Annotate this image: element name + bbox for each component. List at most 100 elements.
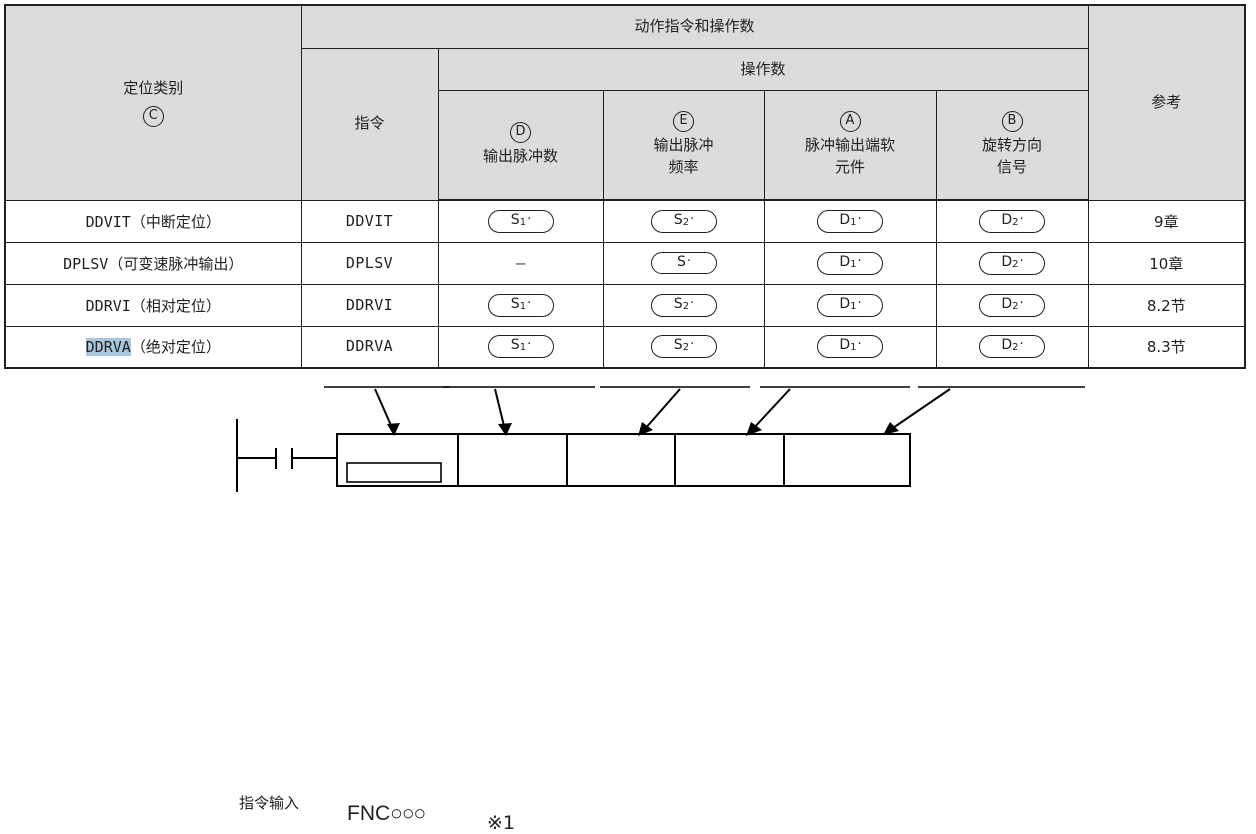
- instruction-code: DDRVA: [345, 337, 394, 356]
- cell-reference[interactable]: 8.2节: [1087, 283, 1246, 327]
- operand-pill-a: D1·: [817, 293, 883, 317]
- table-row[interactable]: DPLSV（可变速脉冲输出）DPLSV–S·D1·D2·10章: [4, 241, 1246, 285]
- category-code: DDRVA: [85, 338, 131, 357]
- cell-reference[interactable]: 9章: [1087, 199, 1246, 243]
- operand-pill-d-dash: –: [515, 253, 526, 272]
- category-label: 定位类别: [123, 79, 184, 98]
- category-desc: （相对定位）: [130, 296, 221, 315]
- cell-operand-e: S2·: [602, 283, 765, 327]
- cell-operand-b: D2·: [935, 199, 1089, 243]
- cell-operand-d: S1·: [437, 325, 604, 369]
- header-cell-operand-a: A 脉冲输出端软 元件: [763, 90, 937, 201]
- reference-link[interactable]: 10章: [1149, 254, 1184, 273]
- cell-instruction: DPLSV: [300, 241, 439, 285]
- cell-reference[interactable]: 10章: [1087, 241, 1246, 285]
- page-root: 定位类别 C 动作指令和操作数 参考 指令 操作数: [0, 4, 1256, 834]
- header-cell-category: 定位类别 C: [4, 4, 302, 201]
- reference-link[interactable]: 8.3节: [1146, 338, 1186, 357]
- cell-operand-e: S2·: [602, 325, 765, 369]
- fnc-text: FNC: [347, 802, 391, 825]
- operand-d-line1: 输出脉冲数: [482, 147, 558, 166]
- operand-b-line2: 信号: [996, 158, 1027, 176]
- operand-pill-a: D1·: [817, 251, 883, 275]
- cell-operand-a: D1·: [763, 283, 937, 327]
- operand-b-line1: 旋转方向: [981, 136, 1042, 155]
- operand-e-line2: 频率: [668, 158, 699, 176]
- instruction-box-group: [336, 433, 911, 487]
- positioning-instruction-table-wrapper: 定位类别 C 动作指令和操作数 参考 指令 操作数: [4, 4, 1246, 369]
- reference-link[interactable]: 9章: [1153, 212, 1179, 231]
- arrow-line-4: [751, 388, 791, 431]
- operand-marker-e-icon: E: [673, 111, 694, 133]
- arrow-head-3: [638, 422, 653, 436]
- operand-pill-e: S·: [650, 252, 717, 274]
- cell-category: DDVIT（中断定位）: [4, 199, 302, 243]
- reference-link[interactable]: 8.2节: [1146, 296, 1186, 315]
- category-code: DDVIT: [85, 212, 131, 231]
- fnc-code-field-group: [346, 462, 442, 483]
- operand-e-line1: 输出脉冲: [653, 136, 714, 155]
- arrow-head-1: [387, 423, 400, 436]
- operand-pill-b: D2·: [979, 251, 1045, 275]
- header-cell-operand-d: D 输出脉冲数: [437, 90, 604, 201]
- positioning-instruction-table: 定位类别 C 动作指令和操作数 参考 指令 操作数: [4, 4, 1246, 369]
- cell-operand-d: S1·: [437, 283, 604, 327]
- category-desc: （可变速脉冲输出）: [108, 254, 244, 273]
- operand-pill-a: D1·: [817, 335, 883, 359]
- arrow-line-2: [494, 388, 506, 431]
- cell-operand-b: D2·: [935, 241, 1089, 285]
- header-row-2: 指令 操作数: [5, 48, 1245, 201]
- arrow-head-5: [883, 422, 899, 435]
- table-head: 定位类别 C 动作指令和操作数 参考 指令 操作数: [4, 4, 1246, 201]
- ladder-diagram-svg: [236, 386, 1085, 492]
- operand-pill-e: S2·: [650, 209, 717, 233]
- reference-label: 参考: [1151, 92, 1182, 111]
- cell-instruction: DDRVI: [300, 283, 439, 327]
- operand-pill-b: D2·: [979, 293, 1045, 317]
- operand-pill-b: D2·: [979, 335, 1045, 359]
- category-code: DDRVI: [85, 296, 131, 315]
- instruction-code: DPLSV: [345, 253, 394, 272]
- operand-marker-d-icon: D: [510, 122, 531, 144]
- operand-pill-a: D1·: [817, 209, 883, 233]
- header-cell-action-group: 动作指令和操作数: [300, 4, 1089, 49]
- operand-a-line1: 脉冲输出端软: [804, 136, 895, 155]
- header-cell-instruction: 指令: [300, 48, 439, 201]
- operand1-note-label: ※1: [487, 812, 516, 834]
- action-group-label: 动作指令和操作数: [634, 17, 755, 36]
- instruction-input-label: 指令输入: [239, 794, 300, 812]
- instruction-box-outer: [336, 433, 911, 487]
- header-cell-operand-e: E 输出脉冲 频率: [602, 90, 765, 201]
- cell-instruction: DDVIT: [300, 199, 439, 243]
- operand-pill-e: S2·: [650, 293, 717, 317]
- operand-marker-a-icon: A: [839, 111, 861, 133]
- cell-operand-d: –: [437, 241, 604, 285]
- cell-operand-b: D2·: [935, 325, 1089, 369]
- arrow-head-2: [498, 423, 512, 436]
- arrow-line-3: [643, 388, 681, 431]
- fnc-code-field: [346, 462, 442, 483]
- cell-category: DPLSV（可变速脉冲输出）: [4, 241, 302, 285]
- arrow-line-5: [889, 388, 951, 431]
- cell-operand-a: D1·: [763, 325, 937, 369]
- header-row-3: D 输出脉冲数 E 输出脉冲 频率 A 脉冲输出端软 元件: [5, 90, 1245, 201]
- leader-arrows-group: [374, 388, 951, 436]
- operand-pill-d: S1·: [487, 293, 554, 317]
- cell-reference[interactable]: 8.3节: [1087, 325, 1246, 369]
- operand-group-label: 操作数: [740, 59, 786, 78]
- operand-pill-d: S1·: [487, 209, 554, 233]
- ladder-diagram: 指令输入 FNC○○○ ※1: [0, 368, 1256, 834]
- cell-category: DDRVA（绝对定位）: [4, 325, 302, 369]
- category-code: DPLSV: [63, 254, 109, 273]
- category-desc: （中断定位）: [130, 212, 221, 231]
- header-cell-reference: 参考: [1087, 4, 1246, 201]
- instruction-code: DDVIT: [345, 211, 394, 230]
- operand-marker-b-icon: B: [1001, 111, 1023, 133]
- operand-pill-e: S2·: [650, 335, 717, 359]
- header-row-1: 定位类别 C 动作指令和操作数 参考: [4, 4, 1246, 201]
- fnc-circles-icon: ○○○: [390, 802, 426, 825]
